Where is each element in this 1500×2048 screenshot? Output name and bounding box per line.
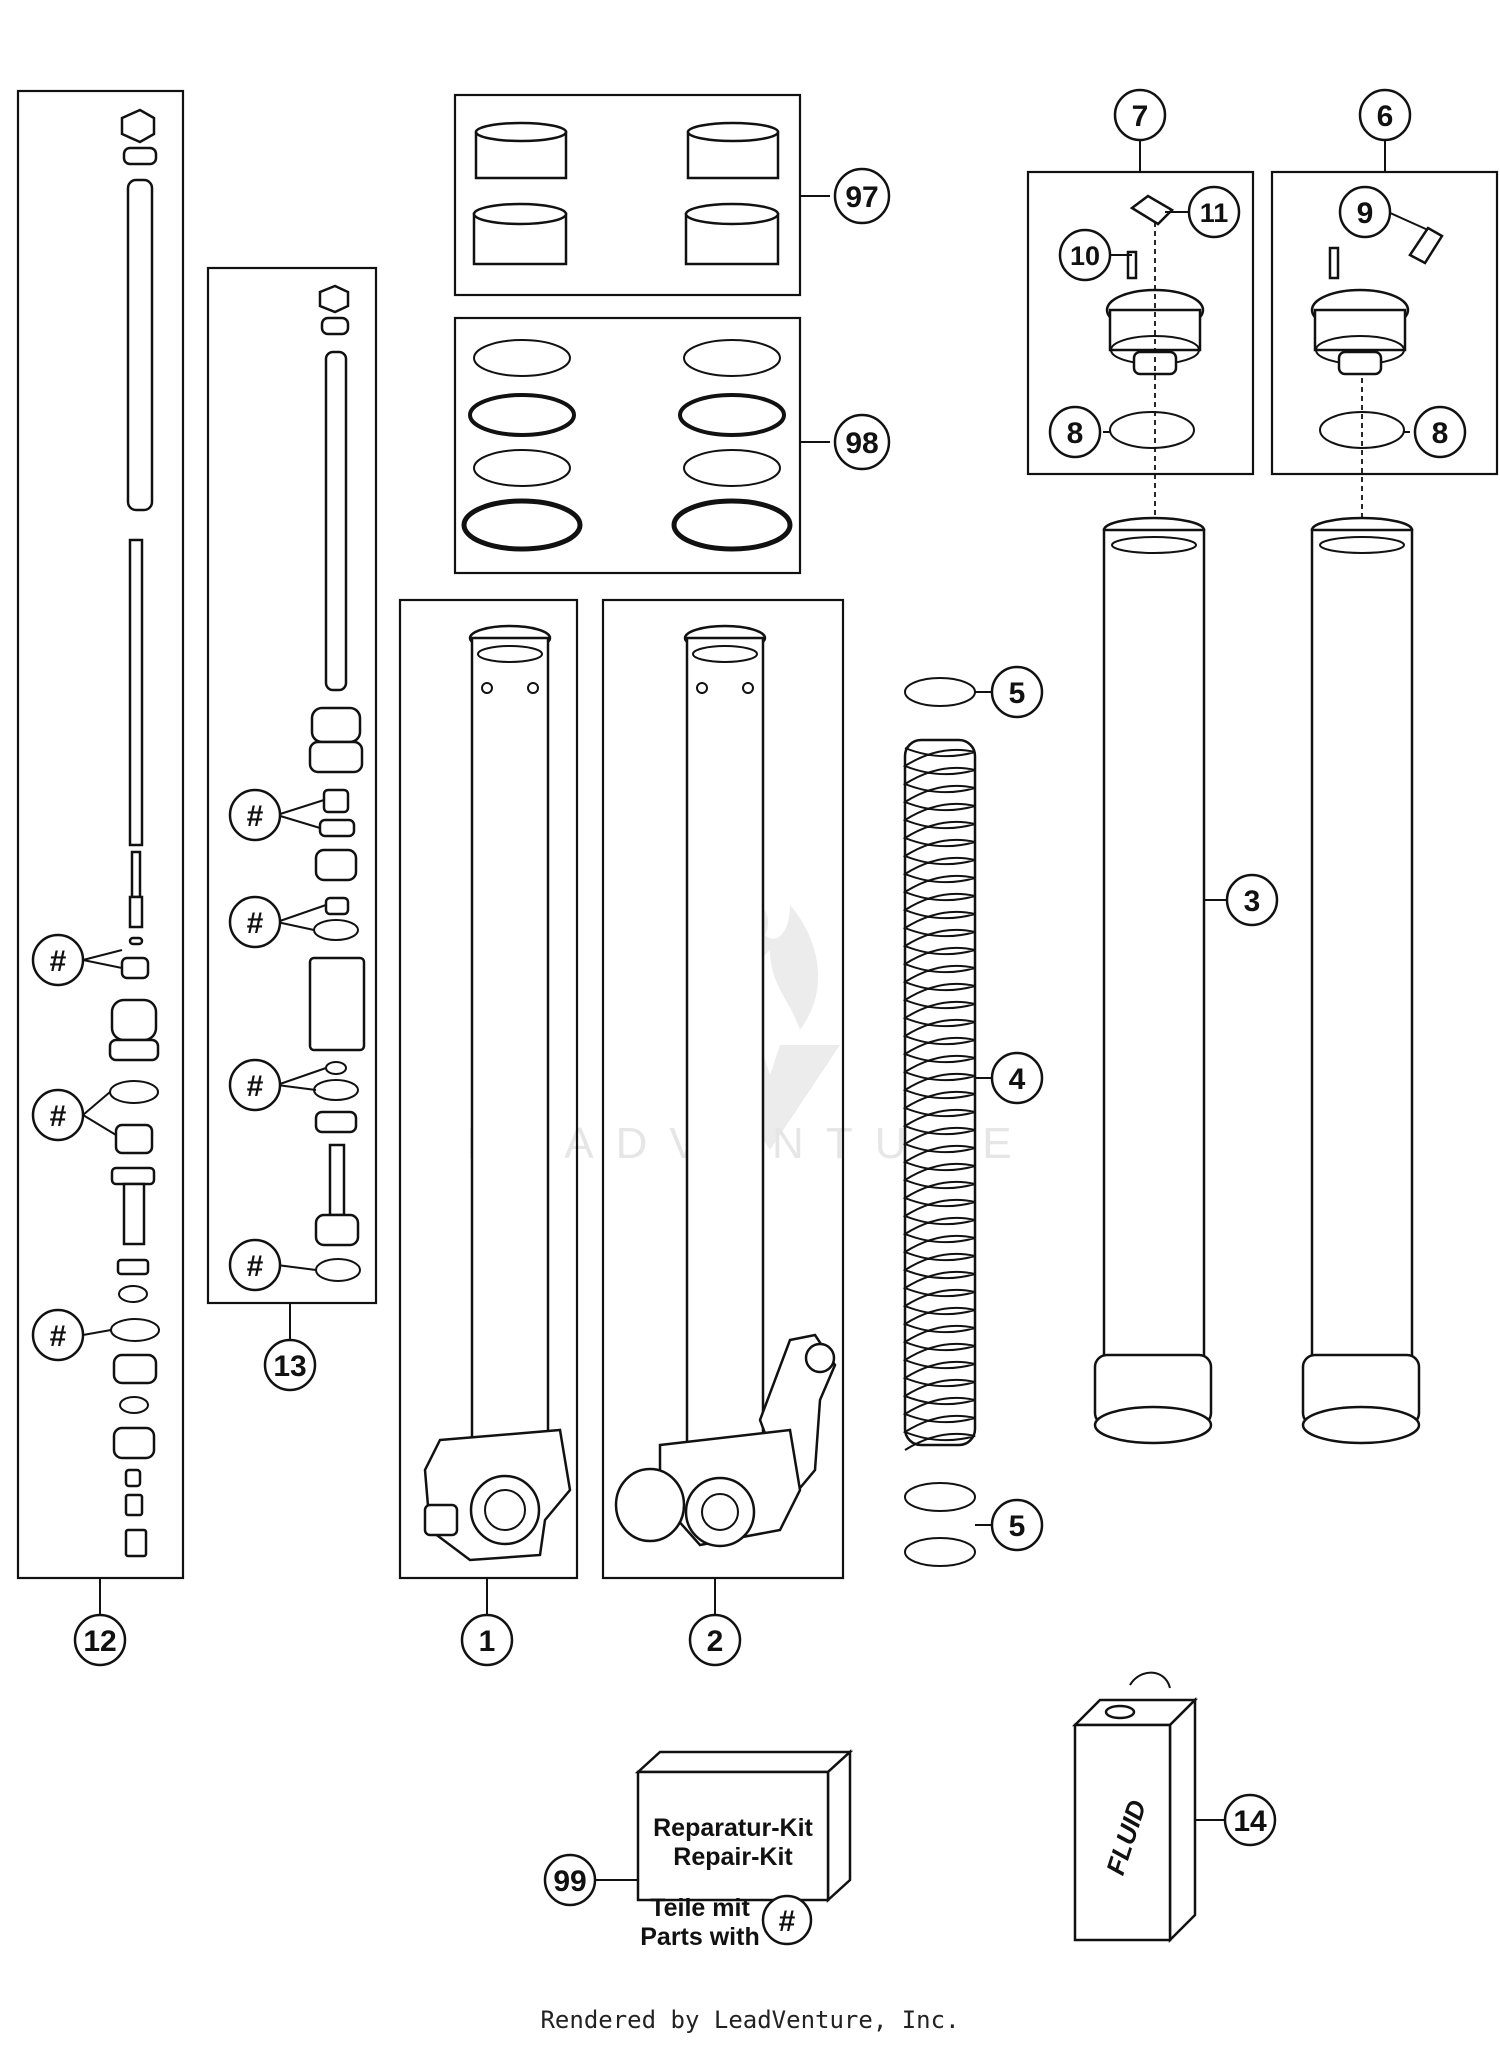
hash-marker-12c[interactable]: # [31,1308,85,1362]
callout-97[interactable]: 97 [833,167,891,225]
repair-kit-line4: Parts with [640,1923,759,1951]
hash-marker-label: # [50,1100,67,1133]
callout-5-top-label: 5 [1009,677,1026,710]
callout-markers: 97 98 12 13 1 2 7 6 11 10 9 8 8 3 5 4 5 … [31,88,1467,1951]
callout-98-label: 98 [845,427,878,460]
part-13-box [206,266,378,1305]
repair-kit-line1: Reparatur-Kit [653,1814,813,1842]
callout-99-label: 99 [553,1865,586,1898]
hash-marker-label: # [247,1070,264,1103]
callout-7-label: 7 [1132,100,1149,133]
hash-marker-12a[interactable]: # [31,933,85,987]
part-4-fork-spring[interactable] [902,738,977,1451]
callout-1-label: 1 [479,1625,496,1658]
hash-marker-13c[interactable]: # [228,1058,282,1112]
callout-99[interactable]: 99 [543,1853,597,1907]
callout-10-label: 10 [1070,241,1100,271]
callout-7[interactable]: 7 [1113,88,1167,142]
repair-kit-hash-marker: # [761,1894,813,1946]
hash-marker-label: # [247,907,264,940]
callout-12[interactable]: 12 [73,1613,127,1667]
part-14-fork-fluid[interactable]: FLUID [1071,1671,1199,1944]
leader-lines [82,135,1429,1881]
callout-11[interactable]: 11 [1187,185,1241,239]
part-2-box [601,598,845,1580]
callout-8-right[interactable]: 8 [1413,405,1467,459]
part-98-box [453,316,802,575]
repair-kit-symbol: # [779,1905,796,1938]
repair-kit-line2: Repair-Kit [673,1843,793,1871]
callout-98[interactable]: 98 [833,413,891,471]
callout-3-label: 3 [1244,885,1261,918]
part-99-repair-kit[interactable]: Reparatur-Kit Repair-Kit [634,1749,854,1903]
part-12-damper-cartridge[interactable] [16,89,185,1580]
part-1-axle-clamp-left[interactable] [398,598,579,1580]
callout-3[interactable]: 3 [1225,873,1279,927]
part-7-fork-cap-left[interactable] [1026,170,1255,540]
callout-8-left-label: 8 [1067,417,1084,450]
part-5-spring-spacers[interactable] [904,677,976,1567]
hash-marker-label: # [247,800,264,833]
callout-9-label: 9 [1357,197,1374,230]
callout-2[interactable]: 2 [688,1613,742,1667]
part-2-axle-clamp-right[interactable] [601,598,845,1580]
callout-6-label: 6 [1377,100,1394,133]
part-1-box [398,598,579,1580]
hash-marker-13d[interactable]: # [228,1238,282,1292]
footer-credit: Rendered by LeadVenture, Inc. [540,2006,960,2034]
callout-10[interactable]: 10 [1058,228,1112,282]
fork-exploded-diagram: LEADVENTURE [16,88,1499,1951]
callout-11-label: 11 [1200,198,1229,228]
callout-14-label: 14 [1233,1805,1267,1838]
repair-kit-line3: Teile mit [650,1894,750,1922]
callout-13-label: 13 [273,1350,306,1383]
callout-6[interactable]: 6 [1358,88,1412,142]
callout-5-bottom[interactable]: 5 [990,1498,1044,1552]
hash-marker-12b[interactable]: # [31,1088,85,1142]
callout-5-bottom-label: 5 [1009,1510,1026,1543]
part-13-compression-assembly[interactable] [206,266,378,1305]
part-98-seal-kit[interactable] [453,316,802,575]
part-97-bushings[interactable] [453,93,802,297]
callout-5-top[interactable]: 5 [990,665,1044,719]
callout-97-label: 97 [845,181,878,214]
hash-marker-13b[interactable]: # [228,895,282,949]
callout-9[interactable]: 9 [1338,185,1392,239]
callout-8-right-label: 8 [1432,417,1449,450]
part-3-inner-tubes[interactable] [1093,516,1421,1445]
hash-marker-label: # [50,1320,67,1353]
callout-8-left[interactable]: 8 [1048,405,1102,459]
hash-marker-13a[interactable]: # [228,788,282,842]
callout-13[interactable]: 13 [263,1338,317,1392]
hash-marker-label: # [50,945,67,978]
callout-4[interactable]: 4 [990,1051,1044,1105]
callout-2-label: 2 [707,1625,724,1658]
callout-14[interactable]: 14 [1223,1793,1277,1847]
callout-4-label: 4 [1009,1063,1026,1096]
callout-12-label: 12 [83,1625,116,1658]
callout-1[interactable]: 1 [460,1613,514,1667]
hash-marker-label: # [247,1250,264,1283]
